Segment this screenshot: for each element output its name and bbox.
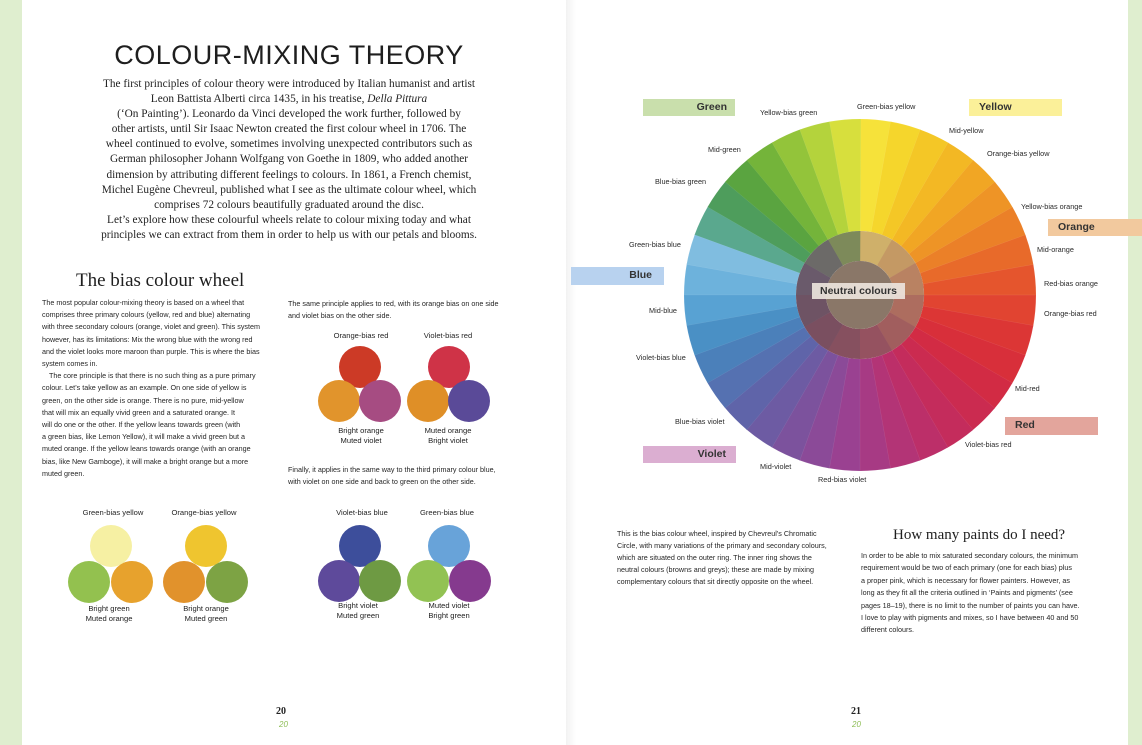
- swatch-green-bias-yellow: [90, 525, 132, 567]
- swatch-muted-violet-2: [449, 560, 491, 602]
- mix-caption-violet-bias-red: Muted orange Bright violet: [424, 426, 472, 445]
- swatch-bright-violet: [448, 380, 490, 422]
- wheel-inner-segment: [859, 324, 892, 359]
- book-gutter: [566, 0, 576, 745]
- wheel-label-mid-orange: Mid-orange: [1037, 245, 1074, 254]
- tag-orange: Orange: [1048, 219, 1142, 236]
- swatch-muted-violet: [359, 380, 401, 422]
- mix-label-orange-bias-red: Orange-bias red: [333, 331, 389, 340]
- wheel-label-violet-bias-blue: Violet-bias blue: [636, 353, 686, 362]
- bias-column-1: The most popular colour-mixing theory is…: [42, 298, 260, 478]
- intro-paragraph: The first principles of colour theory we…: [101, 78, 477, 241]
- bias-colour-wheel: [680, 115, 1040, 475]
- wheel-label-blue-bias-green: Blue-bias green: [655, 177, 707, 186]
- wheel-label-yellow-bias-orange: Yellow-bias orange: [1021, 202, 1083, 211]
- mix-label-green-bias-blue: Green-bias blue: [419, 508, 475, 517]
- wheel-label-mid-red: Mid-red: [1015, 384, 1040, 393]
- swatch-muted-orange: [407, 380, 449, 422]
- wheel-label-green-bias-blue: Green-bias blue: [629, 240, 681, 249]
- swatch-bright-green-2: [407, 560, 449, 602]
- swatch-bright-green: [68, 561, 110, 603]
- section-heading-bias-wheel: The bias colour wheel: [76, 270, 245, 291]
- wheel-label-red-bias-violet: Red-bias violet: [818, 475, 867, 484]
- wheel-inner-segment: [860, 231, 893, 266]
- colour-wheel-graphic: [683, 118, 1037, 472]
- wheel-label-orange-bias-red: Orange-bias red: [1044, 309, 1097, 318]
- swatch-muted-green-2: [359, 560, 401, 602]
- page-title: COLOUR-MIXING THEORY: [114, 40, 464, 70]
- page-edge-left: [0, 0, 22, 745]
- swatch-muted-green: [206, 561, 248, 603]
- wheel-label-mid-blue: Mid-blue: [649, 306, 677, 315]
- page-number-right: 21: [851, 706, 861, 717]
- wheel-label-mid-violet: Mid-violet: [760, 462, 792, 471]
- page-number-left: 20: [276, 706, 286, 717]
- swatch-muted-orange-2: [111, 561, 153, 603]
- swatch-orange-bias-yellow: [185, 525, 227, 567]
- neutral-colours-label: Neutral colours: [812, 283, 905, 299]
- tag-blue: Blue: [571, 267, 664, 285]
- tag-red: Red: [1005, 417, 1098, 435]
- bias-column-2-top: The same principle applies to red, with …: [288, 299, 499, 321]
- mix-label-orange-bias-yellow: Orange-bias yellow: [171, 508, 237, 517]
- wheel-label-violet-bias-red: Violet-bias red: [965, 440, 1012, 449]
- tag-green: Green: [643, 99, 735, 116]
- bias-column-2-bottom: Finally, it applies in the same way to t…: [288, 465, 496, 487]
- wheel-label-mid-yellow: Mid-yellow: [949, 126, 984, 135]
- paints-paragraph: In order to be able to mix saturated sec…: [861, 551, 1080, 635]
- wheel-label-red-bias-orange: Red-bias orange: [1044, 279, 1098, 288]
- swatch-bright-orange: [318, 380, 360, 422]
- page-mark-left: 20: [279, 720, 288, 729]
- mix-caption-green-bias-blue: Muted violet Bright green: [428, 601, 470, 620]
- mix-caption-violet-bias-blue: Bright violet Muted green: [336, 601, 380, 620]
- page-edge-right: [1128, 0, 1142, 745]
- section-heading-paints: How many paints do I need?: [893, 527, 1066, 543]
- page-mark-right: 20: [852, 720, 861, 729]
- wheel-inner-segment: [828, 231, 861, 266]
- tag-yellow: Yellow: [969, 99, 1062, 116]
- mix-caption-orange-bias-red: Bright orange Muted violet: [338, 426, 384, 445]
- mix-label-violet-bias-red: Violet-bias red: [423, 331, 473, 340]
- swatch-bright-violet-2: [318, 560, 360, 602]
- swatch-bright-orange-2: [163, 561, 205, 603]
- wheel-label-blue-bias-violet: Blue-bias violet: [675, 417, 725, 426]
- wheel-label-yellow-bias-green: Yellow-bias green: [760, 108, 818, 117]
- wheel-label-green-bias-yellow: Green-bias yellow: [857, 102, 916, 111]
- mix-label-violet-bias-blue: Violet-bias blue: [336, 508, 388, 517]
- mix-caption-orange-bias-yellow: Bright orange Muted green: [183, 604, 229, 623]
- wheel-inner-segment: [889, 295, 924, 328]
- wheel-inner-segment: [796, 294, 831, 327]
- mix-caption-green-bias-yellow: Bright green Muted orange: [85, 604, 133, 623]
- wheel-label-orange-bias-yellow: Orange-bias yellow: [987, 149, 1050, 158]
- wheel-inner-segment: [827, 324, 860, 359]
- wheel-label-mid-green: Mid-green: [708, 145, 741, 154]
- wheel-caption: This is the bias colour wheel, inspired …: [617, 529, 827, 586]
- mix-label-green-bias-yellow: Green-bias yellow: [82, 508, 144, 517]
- tag-violet: Violet: [643, 446, 736, 463]
